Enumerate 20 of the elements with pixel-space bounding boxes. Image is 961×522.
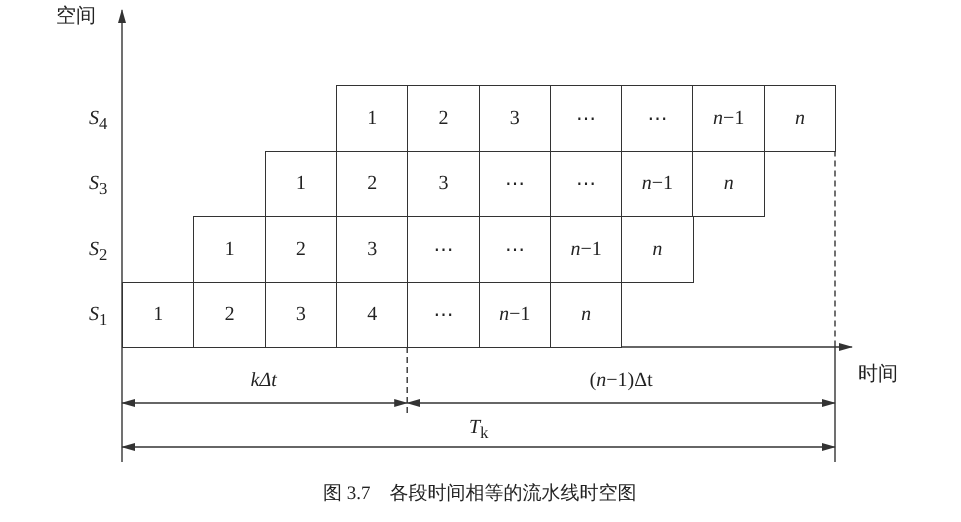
pipeline-cell: 1 [264,150,338,218]
pipeline-cell: 2 [193,282,266,348]
figure-caption: 图 3.7 各段时间相等的流水线时空图 [323,482,636,506]
axis-label: 时间 [858,362,898,386]
pipeline-cell: n [692,150,765,218]
axis-label: 空间 [56,4,96,28]
pipeline-cell: n [550,282,622,348]
pipeline-cell: 1 [193,216,266,283]
dimension-label: (n−1)Δt [590,368,653,392]
row-label: S$_{4}$ [89,106,108,135]
pipeline-cell: 1 [122,282,195,348]
pipeline-cell: n [764,85,836,152]
row-label: S$_{1}$ [89,302,108,332]
row-label: S$_{2}$ [89,236,108,266]
row-label: S$_{3}$ [89,171,108,200]
dimension-label: kΔt [250,368,277,392]
pipeline-cell: n−1 [692,85,765,152]
pipeline-cell: n [621,216,694,283]
pipeline-cell: 1 [336,85,408,152]
dimension-label: T$_{k}$ [469,415,488,444]
